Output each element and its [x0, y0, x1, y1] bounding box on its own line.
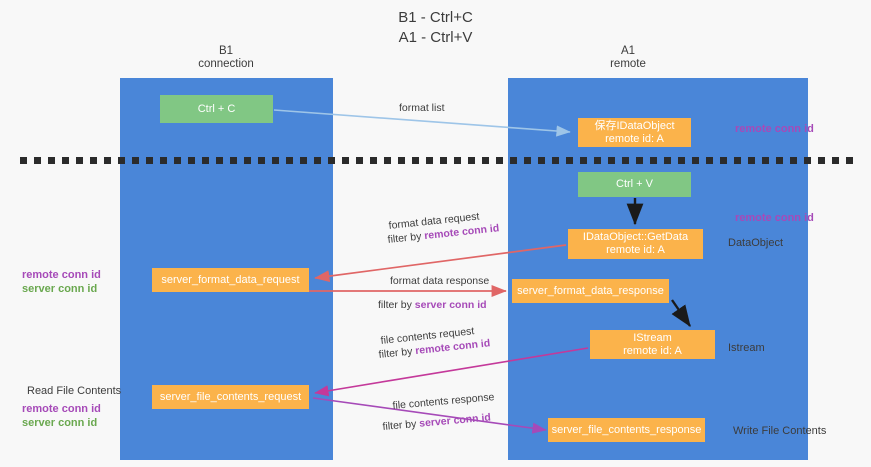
- phase-divider: [20, 157, 856, 164]
- connector-file-contents-response: [312, 397, 547, 434]
- box-save-idataobject-label: 保存IDataObject: [594, 119, 675, 132]
- lane-b1-role: connection: [198, 58, 254, 70]
- box-save-idataobject[interactable]: 保存IDataObject remote id: A: [578, 118, 691, 147]
- title-line-1: B1 - Ctrl+C: [398, 9, 473, 26]
- annotation-conn-ids-top: remote conn id server conn id: [22, 268, 101, 296]
- filter-by-prefix-3: filter by: [378, 345, 416, 361]
- box-idataobject-getdata-label: IDataObject::GetData: [582, 231, 689, 243]
- connector-file-contents-request: [314, 347, 589, 397]
- filter-by-prefix-4: filter by: [382, 417, 420, 433]
- lane-header-a1: A1 remote: [558, 45, 698, 71]
- edge-label-format-list: format list: [399, 101, 445, 115]
- annotation-read-file-contents: Read File Contents: [27, 384, 121, 398]
- box-ctrl-c[interactable]: Ctrl + C: [160, 95, 273, 123]
- server-conn-id-token-1: server conn id: [414, 299, 487, 311]
- lane-a1-role: remote: [610, 58, 646, 70]
- box-istream-label: IStream: [633, 331, 672, 344]
- page-title: B1 - Ctrl+C A1 - Ctrl+V: [0, 8, 871, 48]
- lane-b1-name: B1: [218, 45, 234, 57]
- annotation-write-file-contents-text: Write File Contents: [733, 425, 827, 437]
- annotation-server-conn-id-b: server conn id: [22, 417, 98, 429]
- box-ctrl-c-label: Ctrl + C: [197, 102, 236, 115]
- annotation-remote-conn-id-mid: remote conn id: [735, 211, 814, 225]
- annotation-istream-text: Istream: [728, 342, 765, 354]
- box-istream-sub: remote id: A: [623, 344, 682, 357]
- box-save-idataobject-sub: remote id: A: [605, 132, 664, 145]
- annotation-istream: Istream: [728, 341, 765, 355]
- title-line-2: A1 - Ctrl+V: [398, 29, 473, 46]
- annotation-dataobject: DataObject: [728, 236, 783, 250]
- annotation-remote-conn-id-b: remote conn id: [22, 403, 101, 415]
- box-server-format-data-response-label: server_format_data_response: [517, 284, 664, 297]
- annotation-read-file-contents-text: Read File Contents: [27, 385, 122, 397]
- box-server-file-contents-response[interactable]: server_file_contents_response: [548, 418, 705, 442]
- filter-by-prefix-1: filter by: [387, 230, 425, 246]
- edge-label-format-data-response: format data response: [390, 274, 489, 288]
- annotation-conn-ids-bottom: remote conn id server conn id: [22, 402, 101, 430]
- connector-response-istream: [671, 299, 691, 327]
- box-server-format-data-request-label: server_format_data_request: [161, 273, 300, 286]
- box-server-format-data-request[interactable]: server_format_data_request: [152, 268, 309, 292]
- connector-format-data-request: [314, 244, 567, 283]
- edge-filter-format-data-response: filter by server conn id: [378, 298, 487, 312]
- box-server-file-contents-request[interactable]: server_file_contents_request: [152, 385, 309, 409]
- edge-label-format-data-response-text: format data response: [390, 275, 490, 287]
- filter-by-prefix-2: filter by: [378, 299, 415, 311]
- box-server-file-contents-response-label: server_file_contents_response: [551, 423, 702, 436]
- edge-label-format-list-text: format list: [399, 102, 445, 114]
- annotation-remote-conn-id-mid-text: remote conn id: [735, 212, 814, 224]
- annotation-write-file-contents: Write File Contents: [733, 424, 826, 438]
- lane-header-b1: B1 connection: [156, 45, 296, 71]
- box-idataobject-getdata-sub: remote id: A: [606, 244, 665, 256]
- annotation-remote-conn-id-a: remote conn id: [22, 269, 101, 281]
- annotation-remote-conn-id-top: remote conn id: [735, 122, 814, 136]
- annotation-dataobject-text: DataObject: [728, 237, 784, 249]
- connector-format-list: [273, 109, 571, 137]
- box-idataobject-getdata[interactable]: IDataObject::GetData remote id: A: [568, 229, 703, 259]
- box-ctrl-v[interactable]: Ctrl + V: [578, 172, 691, 197]
- annotation-server-conn-id-a: server conn id: [22, 283, 98, 295]
- box-server-format-data-response[interactable]: server_format_data_response: [512, 279, 669, 303]
- box-ctrl-v-label: Ctrl + V: [616, 178, 653, 190]
- box-server-file-contents-request-label: server_file_contents_request: [159, 390, 302, 403]
- annotation-remote-conn-id-top-text: remote conn id: [735, 123, 814, 135]
- lane-a1-name: A1: [620, 45, 636, 57]
- box-istream[interactable]: IStream remote id: A: [590, 330, 715, 359]
